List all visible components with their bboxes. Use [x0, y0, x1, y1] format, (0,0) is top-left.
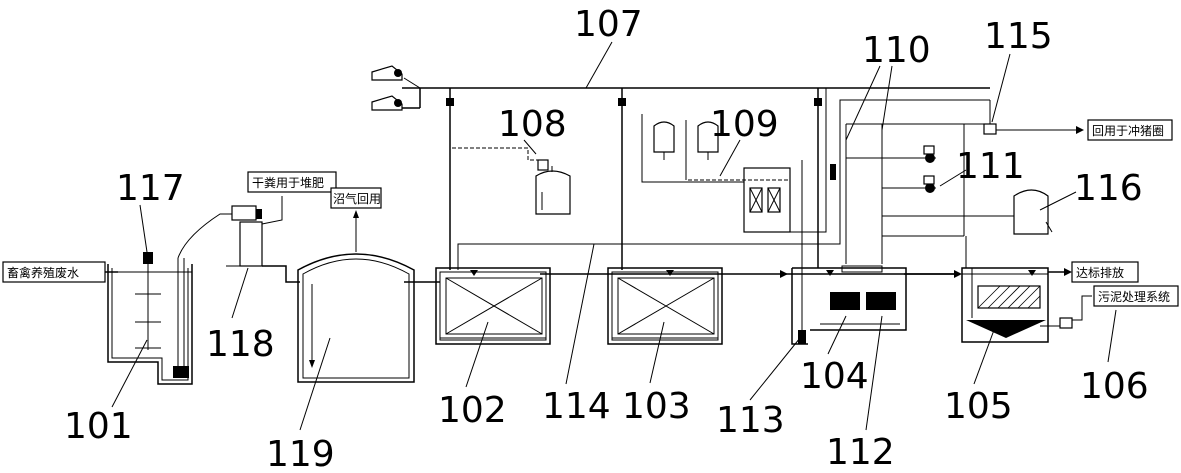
discharge-label: 达标排放: [1071, 261, 1139, 283]
biogas-label: 沼气回用: [330, 187, 382, 209]
manure-label: 干粪用于堆肥: [247, 171, 337, 193]
separator-118: [226, 196, 283, 267]
svg-text:达标排放: 达标排放: [1076, 265, 1124, 280]
label-113: 113: [716, 400, 785, 441]
label-117: 117: [116, 168, 185, 209]
svg-text:畜禽养殖废水: 畜禽养殖废水: [7, 265, 79, 280]
svg-text:污泥处理系统: 污泥处理系统: [1098, 290, 1170, 304]
svg-text:干粪用于堆肥: 干粪用于堆肥: [252, 176, 324, 190]
label-115: 115: [984, 16, 1053, 57]
label-109: 109: [710, 104, 779, 145]
label-112: 112: [826, 432, 895, 473]
label-108: 108: [498, 104, 567, 145]
label-102: 102: [438, 390, 507, 431]
filters-109: [641, 88, 827, 233]
sludge-label: 污泥处理系统: [1093, 285, 1179, 307]
digester-119: [297, 210, 415, 383]
label-106: 106: [1080, 366, 1149, 407]
tank-116: [1000, 189, 1053, 235]
reuse-label: 回用于冲猪圈: [1087, 119, 1173, 141]
tank-101: [107, 213, 236, 385]
reactor-102: [435, 267, 551, 345]
label-103: 103: [622, 386, 691, 427]
label-116: 116: [1074, 168, 1143, 209]
label-114: 114: [542, 386, 611, 427]
dosing-108: [452, 147, 571, 215]
membrane-tank-104: [792, 265, 907, 331]
label-107: 107: [574, 4, 643, 45]
pumps-111: [845, 123, 1000, 268]
svg-text:回用于冲猪圈: 回用于冲猪圈: [1092, 123, 1164, 138]
inlet-label: 畜禽养殖废水: [2, 261, 106, 283]
label-110: 110: [862, 30, 931, 71]
label-118: 118: [206, 324, 275, 365]
label-111: 111: [956, 146, 1025, 187]
svg-text:沼气回用: 沼气回用: [333, 191, 381, 206]
reactor-103: [607, 267, 723, 345]
blowers-107: [371, 65, 990, 270]
pump-113: [791, 160, 836, 345]
label-104: 104: [800, 356, 869, 397]
label-119: 119: [266, 434, 335, 473]
clarifier-105: [961, 267, 1073, 343]
label-105: 105: [944, 386, 1013, 427]
label-101: 101: [64, 406, 133, 447]
